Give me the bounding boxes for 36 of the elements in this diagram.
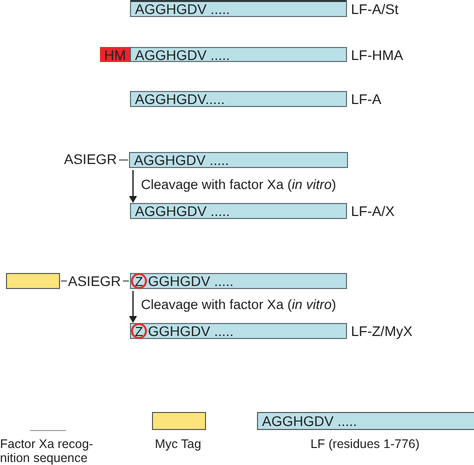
sequence-text: GGHGDV .....: [148, 324, 234, 338]
protein-bar: [130, 273, 347, 289]
construct-name: LF-A: [351, 91, 382, 107]
sequence-text: GGHGDV .....: [148, 274, 234, 288]
arrow: [129, 291, 137, 323]
protein-bar: [130, 91, 347, 107]
edge-label: Cleavage with factor Xa (in vitro): [141, 297, 336, 312]
recognition-sequence: ASIEGR: [68, 274, 121, 288]
legend-text: LF (residues 1-776): [309, 437, 421, 451]
sequence-text: AGGHGDV .....: [135, 48, 230, 62]
construct-name: LF-HMA: [351, 47, 404, 63]
sequence-text: AGGHGDV .....: [135, 204, 230, 218]
connector-line: [123, 280, 129, 282]
arrow: [129, 170, 137, 203]
protein-bar: [130, 203, 347, 219]
tag-label: HM: [104, 48, 126, 62]
legend-text: Factor Xa recog- nition sequence: [0, 437, 94, 465]
protein-bar: [130, 0, 347, 17]
circled-residue: Z: [131, 323, 147, 339]
construct-name: LF-Z/MyX: [351, 323, 412, 339]
sequence-text: AGGHGDV.....: [135, 92, 225, 106]
edge-label: Cleavage with factor Xa (in vitro): [141, 176, 336, 192]
recognition-sequence: ASIEGR: [64, 152, 117, 166]
protein-bar: [130, 47, 347, 62]
connector-line: [119, 159, 128, 161]
protein-bar: [130, 323, 347, 339]
circled-residue: Z: [131, 273, 147, 289]
construct-name: LF-A/X: [351, 203, 395, 219]
protein-bar: [129, 152, 348, 168]
sequence-text: AGGHGDV .....: [135, 2, 230, 16]
tag-block: [100, 47, 130, 62]
construct-name: LF-A/St: [351, 1, 398, 17]
tag-block: [6, 273, 60, 289]
sequence-text: AGGHGDV .....: [134, 153, 229, 167]
legend-text: Myc Tag: [154, 437, 202, 451]
sequence-text: AGGHGDV .....: [262, 414, 357, 428]
